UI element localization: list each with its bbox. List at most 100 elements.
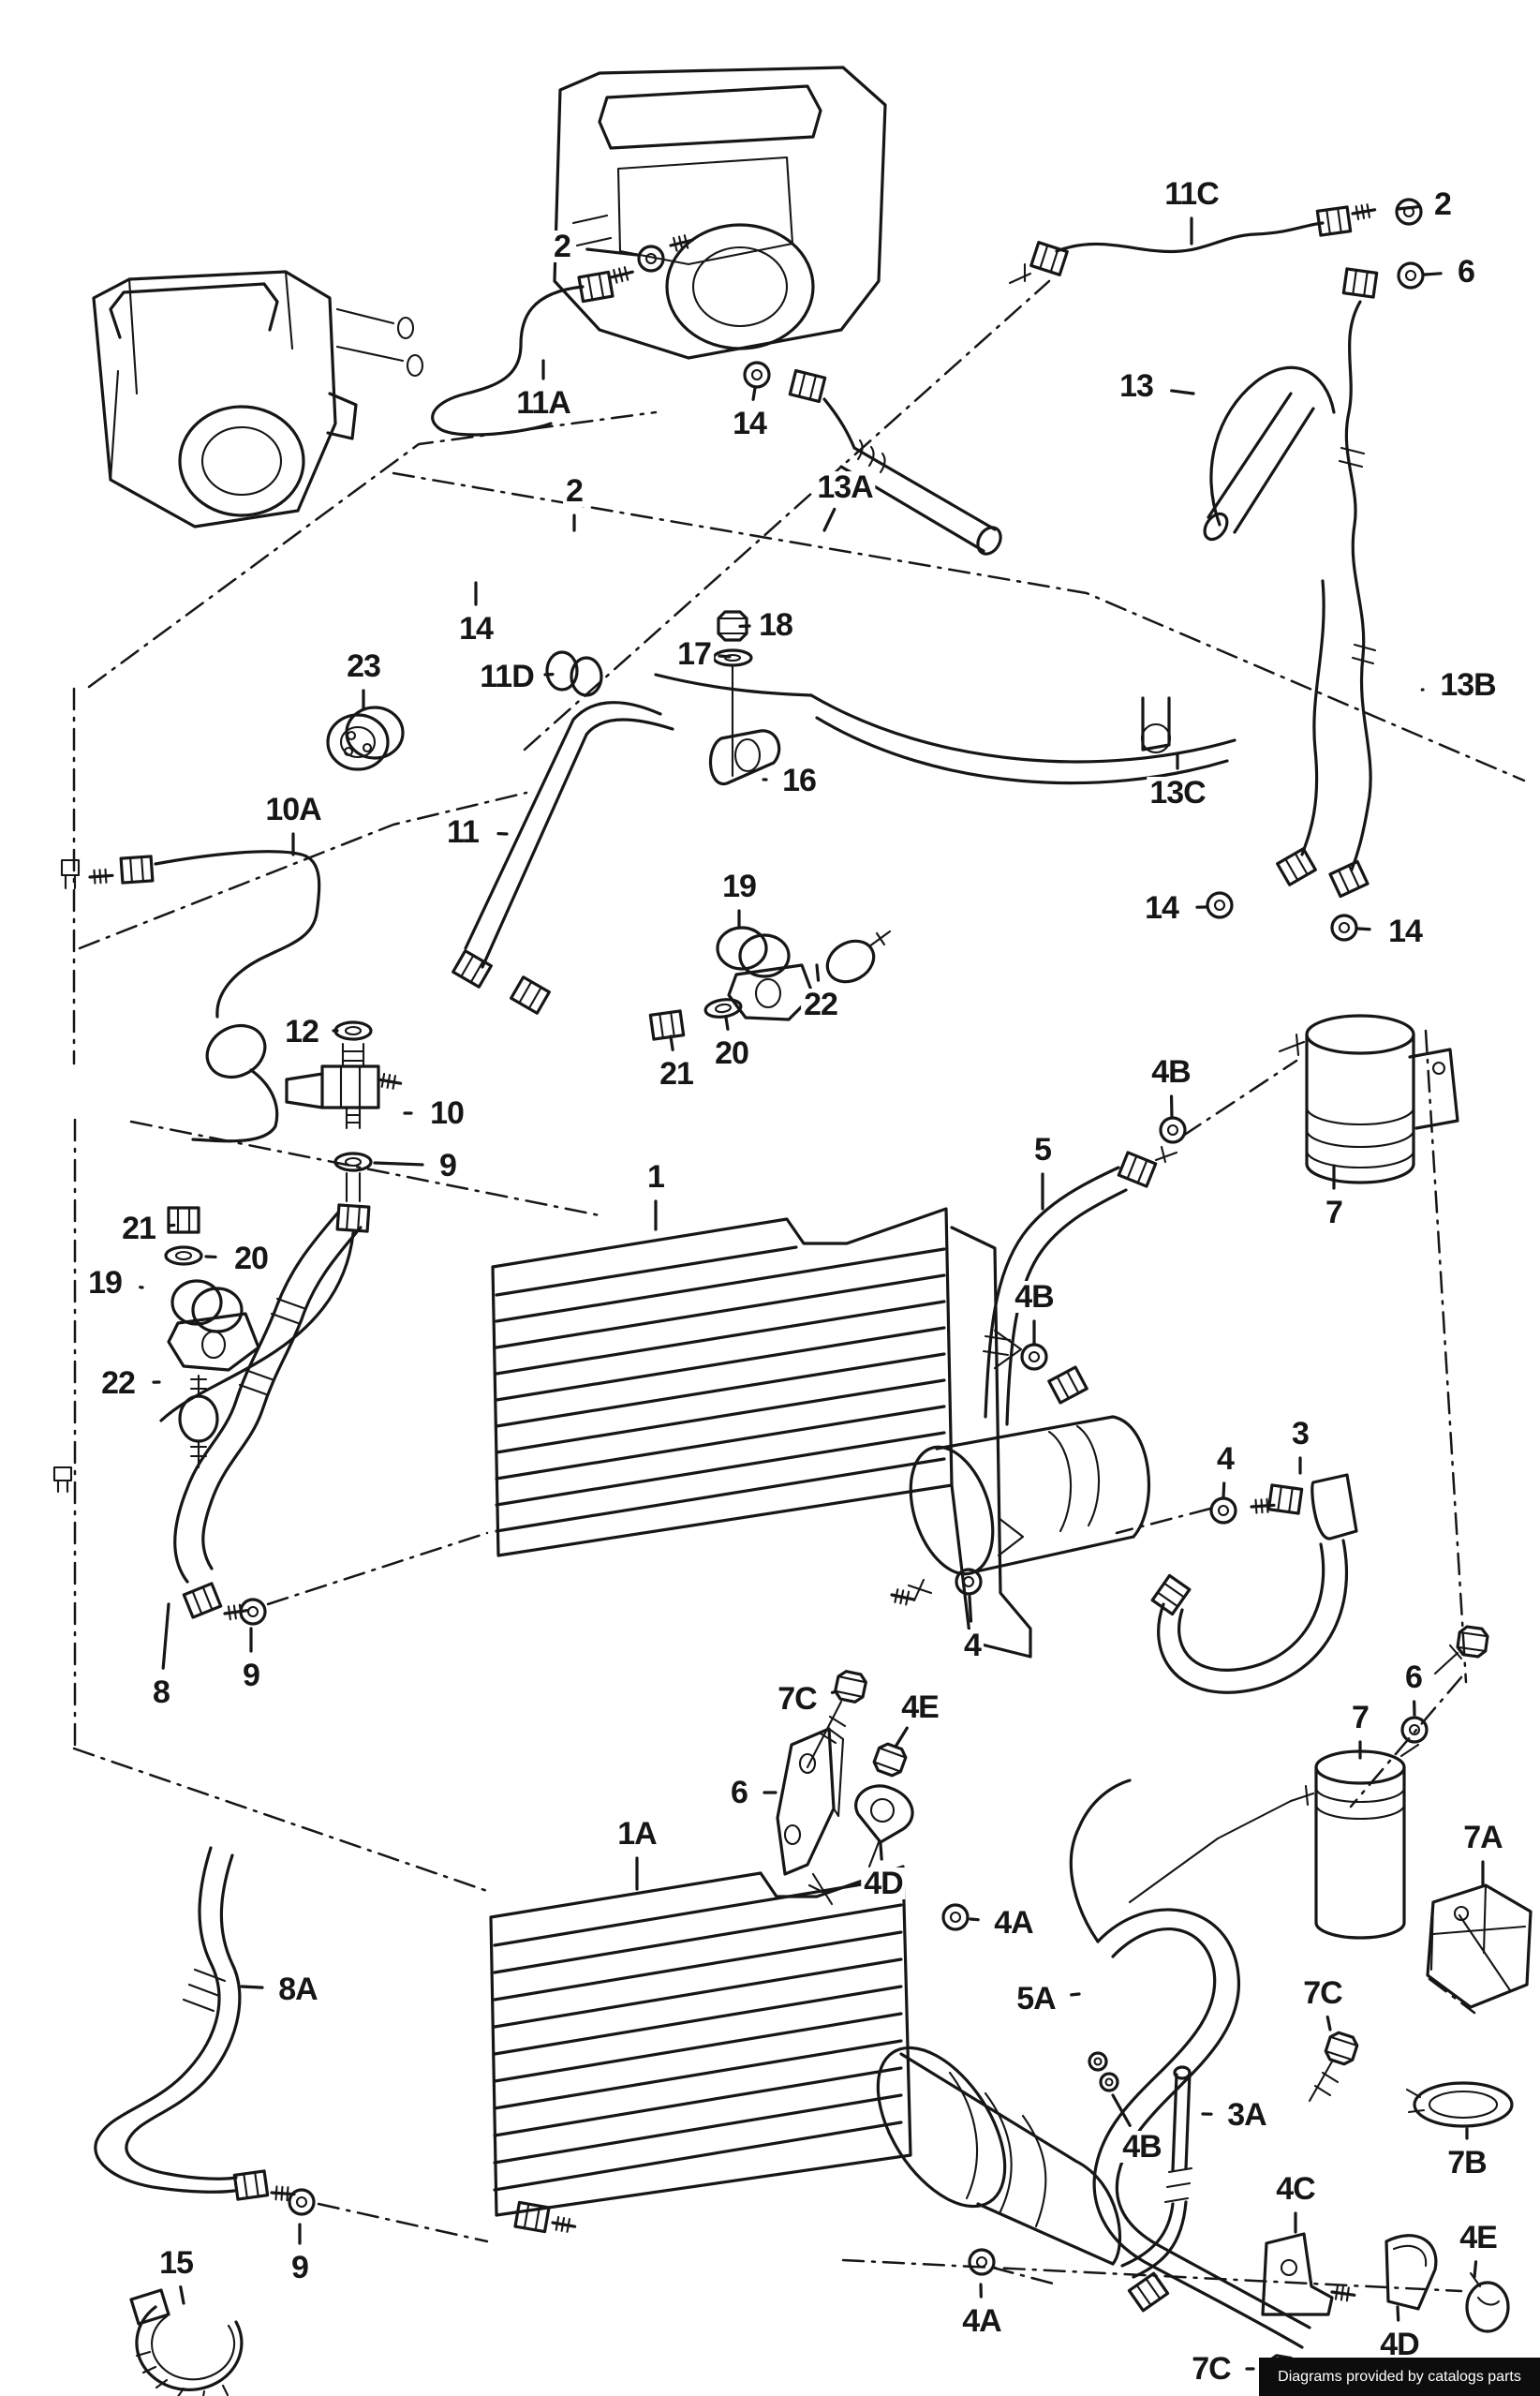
bolt-7c-mid — [1308, 2029, 1361, 2103]
part-callout-label: 4B — [1151, 1054, 1191, 1090]
part-callout[interactable]: 4B — [1119, 2131, 1164, 2163]
part-callout-label: 3 — [1292, 1416, 1310, 1451]
bottom-right-hardware — [1261, 2232, 1510, 2395]
hose-8 — [173, 1212, 363, 1626]
part-callout-label: 6 — [1458, 254, 1475, 290]
part-callout[interactable]: 21 — [657, 1058, 696, 1090]
clamp-13c — [1140, 696, 1172, 754]
grommet-23 — [326, 706, 405, 771]
part-callout[interactable]: 13C — [1147, 777, 1208, 809]
part-callout-label: 14 — [1388, 914, 1423, 949]
part-callout-label: 21 — [122, 1211, 156, 1246]
part-callout[interactable]: 21 — [119, 1213, 158, 1244]
clamp-set-center — [648, 926, 892, 1041]
bracket-16-17-18 — [654, 610, 1236, 785]
part-callout[interactable]: 11A — [513, 387, 573, 419]
part-callout[interactable]: 13 — [1117, 370, 1156, 402]
part-callout-label: 7 — [1325, 1195, 1343, 1230]
part-callout[interactable]: 4B — [1148, 1054, 1193, 1090]
part-callout[interactable]: 11C — [1162, 178, 1222, 210]
part-callout[interactable]: 7A — [1460, 1822, 1505, 1853]
part-callout-label: 9 — [243, 1658, 260, 1693]
part-callout[interactable]: 4D — [1377, 2329, 1422, 2360]
part-callout[interactable]: 13A — [814, 471, 876, 503]
part-callout[interactable]: 2 — [551, 231, 573, 262]
part-callout[interactable]: 17 — [674, 638, 714, 670]
part-callout[interactable]: 6 — [1455, 256, 1477, 288]
part-callout[interactable]: 7C — [1189, 2353, 1234, 2385]
elbow-3 — [1150, 1473, 1358, 1694]
part-callout[interactable]: 18 — [756, 609, 795, 641]
part-callout[interactable]: 19 — [85, 1267, 125, 1299]
part-callout-label: 4 — [1217, 1441, 1235, 1477]
part-callout[interactable]: 11D — [477, 661, 537, 692]
part-callout[interactable]: 14 — [1142, 892, 1181, 924]
part-callout-label: 19 — [88, 1265, 123, 1301]
part-callout[interactable]: 1A — [615, 1818, 659, 1850]
part-callout[interactable]: 4C — [1273, 2173, 1318, 2205]
part-callout[interactable]: 7B — [1444, 2145, 1489, 2180]
part-callout[interactable]: 4B — [1012, 1279, 1057, 1315]
watermark-text: Diagrams provided by catalogs parts — [1278, 2368, 1521, 2385]
muffler-1a — [876, 2046, 1122, 2266]
part-callout-label: 5 — [1034, 1132, 1052, 1168]
part-callout[interactable]: 11 — [444, 816, 481, 848]
pipe-11 — [452, 650, 674, 1015]
part-callout[interactable]: 22 — [801, 989, 840, 1020]
part-callout[interactable]: 23 — [344, 650, 383, 682]
part-callout-label: 12 — [285, 1014, 319, 1049]
part-callout-label: 3A — [1227, 2097, 1266, 2133]
part-callout[interactable]: 4D — [861, 1868, 906, 1899]
part-callout-label: 11C — [1164, 176, 1219, 212]
drum-accumulator-1 — [888, 1415, 1150, 1608]
part-callout[interactable]: 4 — [1214, 1443, 1236, 1475]
part-callout[interactable]: 1 — [644, 1161, 667, 1193]
part-callout[interactable]: 20 — [231, 1243, 271, 1274]
part-callout[interactable]: 22 — [98, 1367, 138, 1399]
part-callout[interactable]: 7 — [1349, 1702, 1371, 1734]
part-callout[interactable]: 6 — [728, 1777, 750, 1808]
part-callout[interactable]: 5A — [1014, 1981, 1059, 2017]
part-callout[interactable]: 7 — [1323, 1197, 1345, 1228]
part-callout[interactable]: 10A — [262, 794, 324, 826]
part-callout[interactable]: 13B — [1437, 669, 1499, 701]
part-callout[interactable]: 15 — [156, 2247, 196, 2279]
part-callout[interactable]: 8A — [275, 1973, 320, 2005]
part-callout-label: 4B — [1014, 1279, 1054, 1315]
part-callout-label: 5A — [1016, 1981, 1056, 2017]
part-callout[interactable]: 4E — [898, 1691, 941, 1723]
part-callout[interactable]: 4A — [959, 2305, 1004, 2337]
part-callout[interactable]: 3 — [1289, 1418, 1311, 1450]
part-callout[interactable]: 7C — [1300, 1977, 1345, 2009]
part-callout[interactable]: 14 — [730, 408, 769, 439]
part-callout[interactable]: 7C — [775, 1683, 820, 1715]
part-callout[interactable]: 9 — [289, 2252, 311, 2284]
part-callout-label: 13 — [1119, 368, 1154, 404]
compressor-top — [553, 66, 887, 360]
part-callout[interactable]: 4A — [991, 1907, 1036, 1939]
line-10a — [60, 850, 321, 1143]
part-callout[interactable]: 8 — [150, 1676, 172, 1708]
part-callout-label: 15 — [159, 2245, 194, 2281]
part-callout-label: 7B — [1447, 2145, 1487, 2180]
part-callout[interactable]: 14 — [1385, 915, 1425, 947]
part-callout[interactable]: 12 — [282, 1016, 321, 1048]
part-callout[interactable]: 16 — [779, 765, 819, 796]
part-callout[interactable]: 6 — [1402, 1661, 1425, 1693]
part-callout[interactable]: 9 — [437, 1150, 459, 1182]
part-callout[interactable]: 3A — [1224, 2097, 1269, 2133]
part-callout[interactable]: 5 — [1031, 1134, 1054, 1166]
part-callout[interactable]: 19 — [719, 871, 759, 902]
part-callout[interactable]: 4 — [961, 1630, 984, 1661]
part-callout[interactable]: 20 — [712, 1037, 751, 1069]
part-callout-label: 4 — [964, 1628, 982, 1663]
part-callout[interactable]: 10 — [427, 1097, 466, 1129]
pipe-11c-13b — [1008, 198, 1425, 942]
part-callout[interactable]: 4E — [1457, 2222, 1500, 2254]
part-callout[interactable]: 2 — [1431, 188, 1454, 220]
part-callout[interactable]: 9 — [240, 1659, 262, 1691]
part-callout[interactable]: 14 — [456, 613, 496, 645]
part-callout[interactable]: 2 — [563, 475, 585, 507]
